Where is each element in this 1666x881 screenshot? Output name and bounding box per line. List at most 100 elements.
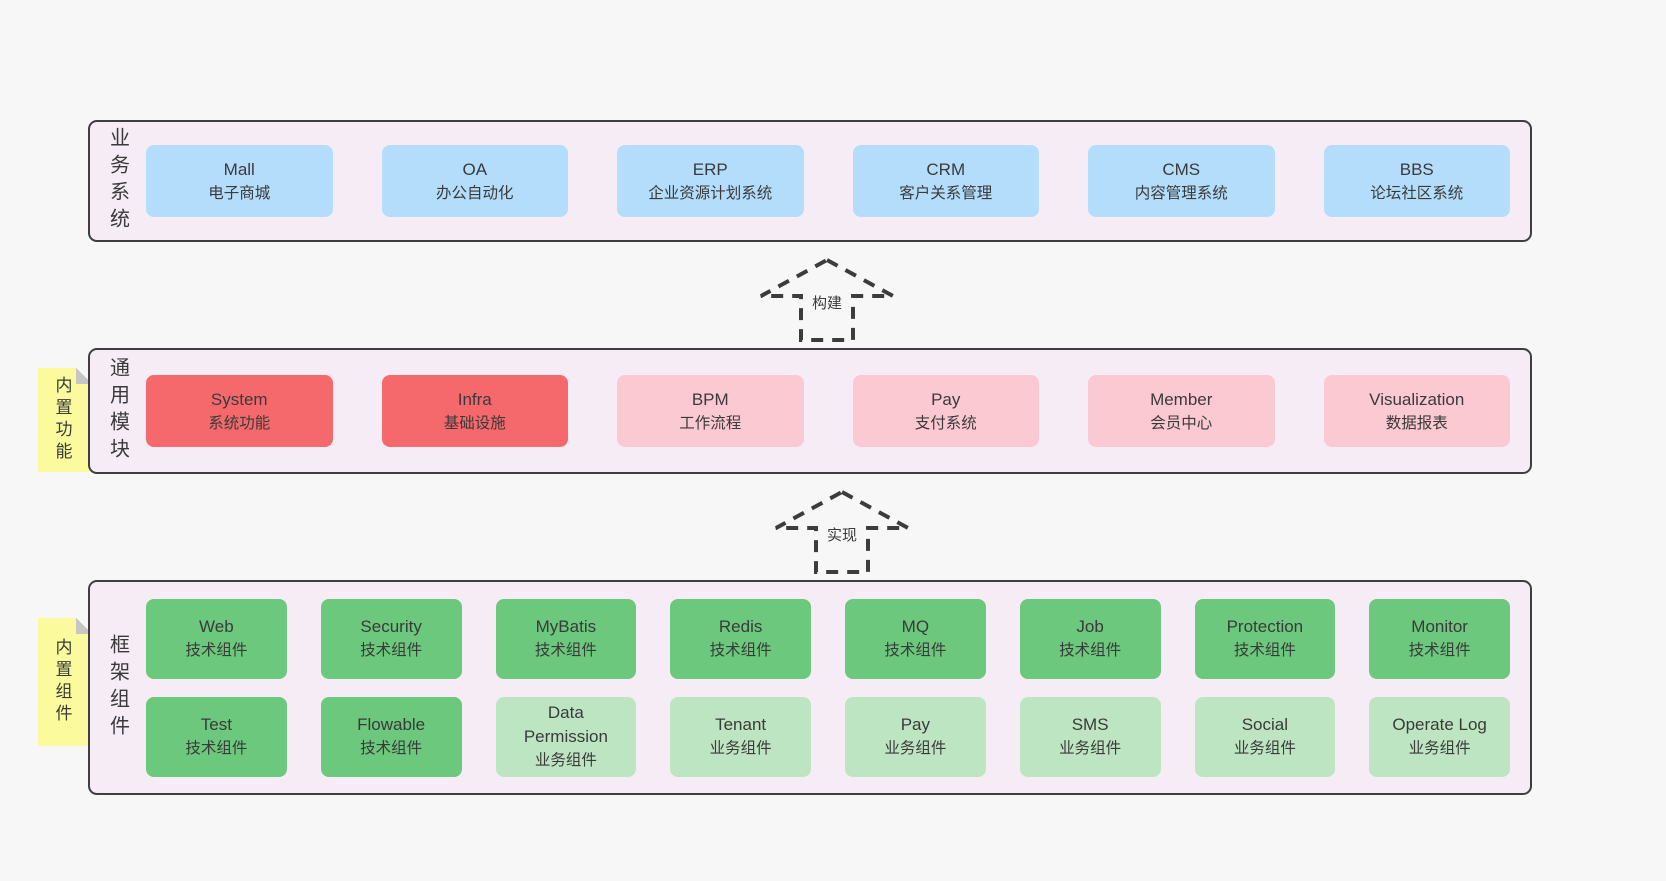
box-web: Web 技术组件	[146, 598, 287, 679]
box-social-title: Social	[1241, 714, 1289, 734]
box-bpm-desc: 工作流程	[679, 415, 742, 433]
box-operate-log: Operate Log 业务组件	[1369, 696, 1510, 777]
box-erp: ERP 企业资源计划系统	[617, 145, 804, 217]
box-flowable-title: Flowable	[357, 714, 426, 734]
box-mybatis-title: MyBatis	[535, 616, 597, 636]
box-bbs-title: BBS	[1399, 159, 1434, 179]
box-job-desc: 技术组件	[1059, 641, 1122, 659]
box-redis: Redis 技术组件	[670, 598, 811, 679]
box-bpm: BPM 工作流程	[617, 375, 804, 447]
arrow-build-label: 构建	[807, 290, 847, 315]
box-tenant: Tenant 业务组件	[670, 696, 811, 777]
box-visualization: Visualization 数据报表	[1323, 375, 1510, 447]
arrow-implement: 实现	[772, 488, 912, 576]
box-data-permission: Data Permission 业务组件	[495, 696, 637, 777]
box-monitor: Monitor 技术组件	[1369, 598, 1510, 679]
box-visualization-title: Visualization	[1369, 389, 1465, 409]
box-protection: Protection 技术组件	[1194, 598, 1336, 679]
box-sms-title: SMS	[1071, 714, 1109, 734]
box-infra-title: Infra	[457, 389, 492, 409]
box-monitor-title: Monitor	[1411, 616, 1468, 636]
arrow-implement-label: 实现	[822, 522, 862, 547]
box-web-title: Web	[199, 616, 234, 636]
box-flowable: Flowable 技术组件	[320, 696, 462, 777]
box-test-title: Test	[200, 714, 232, 734]
box-redis-title: Redis	[718, 616, 763, 636]
box-crm-title: CRM	[926, 159, 966, 179]
box-redis-desc: 技术组件	[709, 641, 772, 659]
box-system-desc: 系统功能	[208, 415, 271, 433]
box-test-desc: 技术组件	[185, 739, 248, 757]
framework-components-row-1: Web 技术组件 Security 技术组件 MyBatis 技术组件 Redi…	[146, 598, 1510, 679]
box-cms-desc: 内容管理系统	[1134, 185, 1228, 203]
box-pay-component: Pay 业务组件	[845, 696, 986, 777]
box-sms-desc: 业务组件	[1059, 739, 1122, 757]
band-common-modules-label: 通用模块	[106, 357, 129, 465]
common-modules-row: System 系统功能 Infra 基础设施 BPM 工作流程 Pay 支付系统…	[146, 375, 1510, 447]
box-pay-module-title: Pay	[931, 389, 961, 409]
box-mybatis: MyBatis 技术组件	[495, 598, 637, 679]
band-framework-components: 框架组件 Web 技术组件 Security 技术组件 MyBatis 技术组件…	[88, 580, 1532, 795]
box-test: Test 技术组件	[146, 696, 287, 777]
box-pay-component-title: Pay	[900, 714, 931, 734]
box-protection-desc: 技术组件	[1233, 641, 1296, 659]
box-cms: CMS 内容管理系统	[1088, 145, 1275, 217]
box-mybatis-desc: 技术组件	[534, 641, 597, 659]
sticky-built-in-functions-label: 内置功能	[52, 376, 72, 464]
box-data-permission-desc: 业务组件	[534, 751, 597, 769]
box-mall-desc: 电子商城	[208, 185, 271, 203]
box-security-title: Security	[360, 616, 422, 636]
box-oa-title: OA	[462, 159, 488, 179]
box-crm: CRM 客户关系管理	[852, 145, 1039, 217]
box-pay-module-desc: 支付系统	[914, 415, 977, 433]
box-web-desc: 技术组件	[185, 641, 248, 659]
box-mq-desc: 技术组件	[884, 641, 947, 659]
box-infra-desc: 基础设施	[443, 415, 506, 433]
box-operate-log-title: Operate Log	[1392, 714, 1487, 734]
box-cms-title: CMS	[1162, 159, 1201, 179]
box-pay-module: Pay 支付系统	[852, 375, 1039, 447]
box-oa: OA 办公自动化	[381, 145, 568, 217]
box-social: Social 业务组件	[1194, 696, 1336, 777]
box-member-desc: 会员中心	[1150, 415, 1213, 433]
box-visualization-desc: 数据报表	[1385, 415, 1448, 433]
box-crm-desc: 客户关系管理	[899, 185, 993, 203]
sticky-built-in-components-label: 内置组件	[52, 638, 72, 726]
box-sms: SMS 业务组件	[1019, 696, 1161, 777]
box-job-title: Job	[1076, 616, 1104, 636]
band-common-modules: 通用模块 System 系统功能 Infra 基础设施 BPM 工作流程 Pay…	[88, 348, 1532, 474]
box-protection-title: Protection	[1226, 616, 1304, 636]
box-operate-log-desc: 业务组件	[1408, 739, 1471, 757]
box-bbs-desc: 论坛社区系统	[1370, 185, 1464, 203]
box-security: Security 技术组件	[320, 598, 462, 679]
box-flowable-desc: 技术组件	[360, 739, 423, 757]
box-monitor-desc: 技术组件	[1408, 641, 1471, 659]
box-tenant-title: Tenant	[715, 714, 767, 734]
box-erp-desc: 企业资源计划系统	[648, 185, 773, 203]
box-job: Job 技术组件	[1019, 598, 1161, 679]
box-mall-title: Mall	[223, 159, 255, 179]
box-mall: Mall 电子商城	[146, 145, 333, 217]
band-framework-components-label: 框架组件	[106, 633, 129, 742]
sticky-built-in-components: 内置组件	[38, 618, 92, 746]
box-oa-desc: 办公自动化	[435, 185, 514, 203]
framework-components-grid: Web 技术组件 Security 技术组件 MyBatis 技术组件 Redi…	[146, 598, 1510, 777]
box-social-desc: 业务组件	[1233, 739, 1296, 757]
box-mq: MQ 技术组件	[845, 598, 986, 679]
box-bpm-title: BPM	[691, 389, 729, 409]
business-systems-row: Mall 电子商城 OA 办公自动化 ERP 企业资源计划系统 CRM 客户关系…	[146, 145, 1510, 217]
box-member: Member 会员中心	[1088, 375, 1275, 447]
box-member-title: Member	[1150, 389, 1213, 409]
framework-components-row-2: Test 技术组件 Flowable 技术组件 Data Permission …	[146, 696, 1510, 777]
box-erp-title: ERP	[692, 159, 728, 179]
box-mq-title: MQ	[901, 616, 930, 636]
box-infra: Infra 基础设施	[381, 375, 568, 447]
box-pay-component-desc: 业务组件	[884, 739, 947, 757]
band-business-systems: 业务系统 Mall 电子商城 OA 办公自动化 ERP 企业资源计划系统 CRM…	[88, 120, 1532, 242]
sticky-built-in-functions: 内置功能	[38, 368, 92, 472]
band-business-systems-label: 业务系统	[106, 127, 129, 235]
box-system: System 系统功能	[146, 375, 333, 447]
box-tenant-desc: 业务组件	[709, 739, 772, 757]
box-bbs: BBS 论坛社区系统	[1323, 145, 1510, 217]
